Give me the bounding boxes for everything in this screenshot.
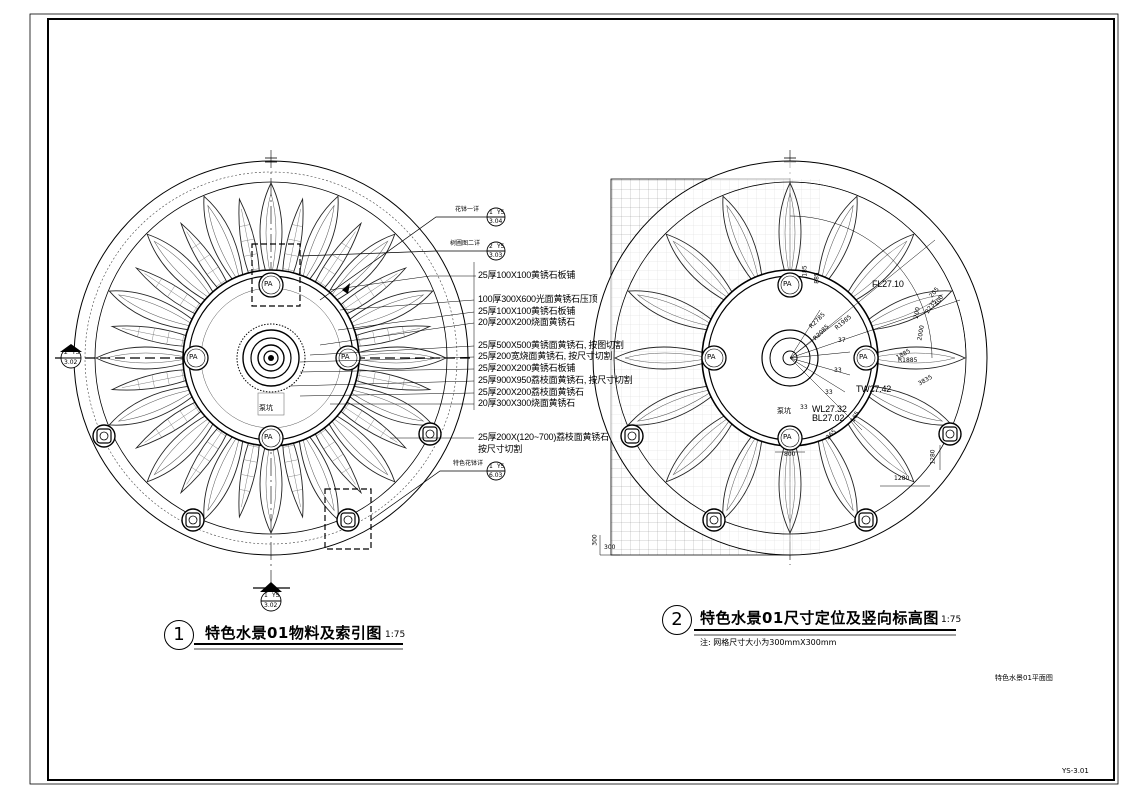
callout-sheet: YS bbox=[497, 209, 505, 216]
callout-title: 花钵一详 bbox=[455, 206, 480, 213]
material-label: 100厚300X600光面黄锈石压顶 bbox=[478, 294, 598, 304]
callout-title: 特色花钵详 bbox=[453, 460, 484, 467]
drawing-number: 2 bbox=[662, 605, 692, 635]
callout-sheet: YS bbox=[497, 243, 505, 250]
dim-label: 800 bbox=[784, 451, 796, 458]
dim-label: 33 bbox=[825, 389, 833, 396]
dim-label: 885 bbox=[813, 272, 821, 284]
sheet-caption: 特色水景01平面图 bbox=[995, 674, 1053, 682]
callout-ref: 2 bbox=[489, 243, 493, 250]
inner-label: 泵坑 bbox=[777, 407, 791, 415]
dim-label: 37 bbox=[838, 337, 846, 344]
callout-sheet: YS bbox=[497, 463, 505, 470]
section-page: 3.02 bbox=[64, 359, 78, 366]
callout-page: 3.03 bbox=[489, 252, 503, 259]
pa-label: PA bbox=[264, 433, 273, 441]
elevation-label: TW27.42 bbox=[856, 384, 892, 394]
dim-label: R1885 bbox=[898, 357, 918, 364]
section-ref: 1 bbox=[264, 592, 268, 599]
material-label: 25厚200宽烧面黄锈石, 按尺寸切割 bbox=[478, 351, 613, 361]
pa-label: PA bbox=[707, 353, 716, 361]
material-label: 20厚300X300烧面黄锈石 bbox=[478, 398, 576, 408]
pa-label: PA bbox=[341, 353, 350, 361]
material-label: 25厚200X200黄锈石板铺 bbox=[478, 363, 576, 373]
callout-page: 6.03 bbox=[489, 472, 503, 479]
dim-label: 33 bbox=[834, 367, 842, 374]
pa-label: PA bbox=[189, 353, 198, 361]
material-label: 25厚100X100黄锈石板铺 bbox=[478, 270, 576, 280]
dim-label: 1280 bbox=[894, 475, 910, 482]
drawing-scale: 1:75 bbox=[385, 630, 406, 640]
material-label: 25厚200X200荔枝面黄锈石 bbox=[478, 387, 584, 397]
pa-label: PA bbox=[783, 280, 792, 288]
sheet-number: YS-3.01 bbox=[1062, 767, 1089, 775]
elevation-label: BL27.02 bbox=[812, 413, 845, 423]
pa-label: PA bbox=[264, 280, 273, 288]
callout-title: 树圃图二详 bbox=[450, 240, 481, 247]
dim-label: 300 bbox=[591, 534, 599, 546]
elevation-label: FL27.10 bbox=[872, 279, 904, 289]
dim-label: 1280 bbox=[929, 449, 937, 465]
material-label: 25厚500X500黄锈面黄锈石, 按图切割 bbox=[478, 340, 624, 350]
callout-ref: 1 bbox=[489, 463, 493, 470]
dim-label: 300 bbox=[604, 544, 616, 551]
section-sheet: YS bbox=[72, 349, 80, 356]
dim-label: 185 bbox=[801, 265, 809, 277]
drawing-number: 1 bbox=[164, 620, 194, 650]
drawing-scale: 1:75 bbox=[941, 615, 962, 625]
material-label: 25厚200X(120~700)荔枝面黄锈石 bbox=[478, 432, 609, 442]
pa-label: PA bbox=[859, 353, 868, 361]
drawing-1-plan bbox=[55, 150, 506, 650]
inner-label: 泵坑 bbox=[259, 404, 273, 412]
section-page: 3.02 bbox=[264, 602, 278, 609]
material-label: 按尺寸切割 bbox=[478, 444, 523, 454]
section-ref: 2 bbox=[64, 349, 68, 356]
section-sheet: YS bbox=[272, 592, 280, 599]
callout-page: 3.04 bbox=[489, 218, 503, 225]
drawing-title: 特色水景01尺寸定位及竖向标高图 bbox=[700, 609, 939, 627]
dim-label: 33 bbox=[800, 404, 808, 411]
callout-ref: 1 bbox=[489, 209, 493, 216]
material-label: 25厚900X950荔枝面黄锈石, 按尺寸切割 bbox=[478, 375, 633, 385]
material-label: 20厚200X200烧面黄锈石 bbox=[478, 317, 576, 327]
pa-label: PA bbox=[783, 433, 792, 441]
drawing-title: 特色水景01物料及索引图 bbox=[205, 624, 382, 642]
material-label: 25厚100X100黄锈石板铺 bbox=[478, 306, 576, 316]
drawing-2-plan bbox=[592, 150, 988, 636]
elevation-label: WL27.32 bbox=[812, 404, 847, 414]
grid-note: 注: 网格尺寸大小为300mmX300mm bbox=[700, 638, 837, 647]
